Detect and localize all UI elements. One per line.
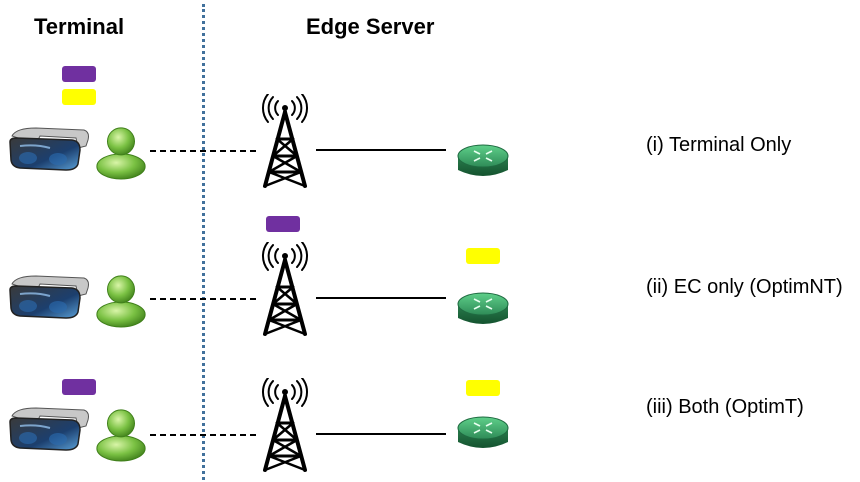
terminal-header: Terminal (34, 14, 125, 39)
scenario-terminal-only: (i) Terminal Only (0, 60, 860, 210)
antenna-tower-icon (260, 242, 310, 336)
wireless-link (150, 434, 256, 436)
router-icon (457, 144, 509, 177)
task-chip-purple (62, 66, 96, 82)
vr-headset-icon (9, 275, 90, 319)
task-chip-yellow (62, 89, 96, 105)
router-icon (457, 292, 509, 325)
scenario-label: (i) Terminal Only (646, 134, 792, 156)
wireless-link (150, 150, 256, 152)
scenario-both: (iii) Both (OptimT) (0, 330, 860, 480)
task-chip-purple (62, 379, 96, 395)
wireless-link (150, 298, 256, 300)
router-icon (457, 416, 509, 449)
vr-headset-icon (9, 407, 90, 451)
vr-headset-icon (9, 127, 90, 171)
scenario-label: (ii) EC only (OptimNT) (646, 276, 843, 298)
antenna-tower-icon (260, 378, 310, 472)
backhaul-link (316, 433, 446, 435)
task-chip-purple (266, 216, 300, 232)
scenario-ec-only: (ii) EC only (OptimNT) (0, 210, 860, 360)
edge-server-header: Edge Server (306, 14, 435, 39)
user-icon (96, 409, 146, 462)
user-icon (96, 127, 146, 180)
scenario-label: (iii) Both (OptimT) (646, 396, 804, 418)
backhaul-link (316, 149, 446, 151)
terminal-edge-divider (202, 4, 205, 480)
task-chip-yellow (466, 248, 500, 264)
antenna-tower-icon (260, 94, 310, 188)
backhaul-link (316, 297, 446, 299)
task-chip-yellow (466, 380, 500, 396)
user-icon (96, 275, 146, 328)
